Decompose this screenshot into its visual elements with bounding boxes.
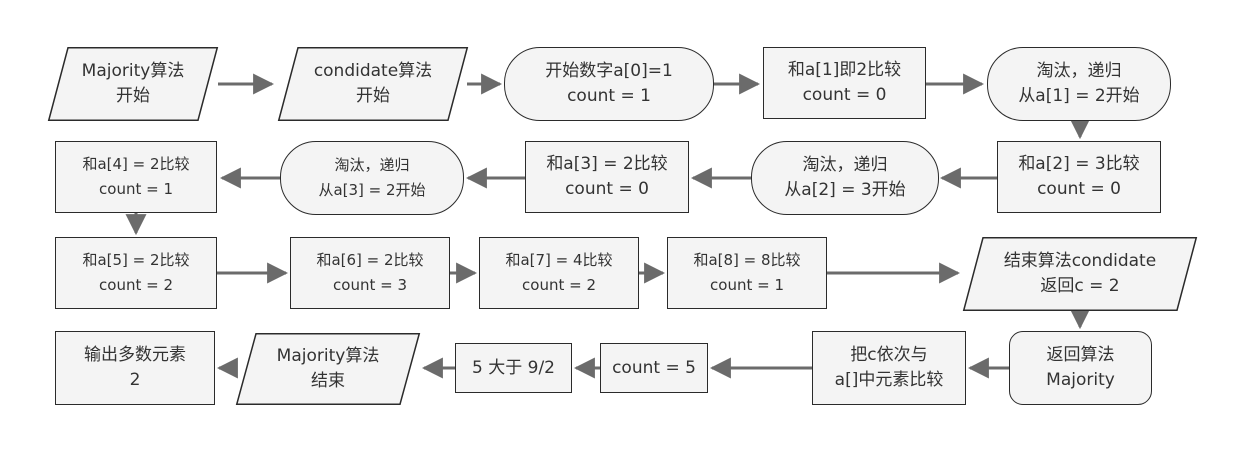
node-text-line: 5 大于 9/2 <box>472 357 555 378</box>
node-text-line: 和a[6] = 2比较 <box>316 251 424 269</box>
node-text-line: condidate算法 <box>313 61 433 81</box>
compare-a2-node: 和a[2] = 3比较 count = 0 <box>997 141 1161 213</box>
node-text-line: count = 1 <box>710 276 784 294</box>
eliminate-recurse-a1-node: 淘汰，递归 从a[1] = 2开始 <box>987 47 1171 121</box>
node-text-line: Majority算法 <box>276 346 380 366</box>
node-text-line: count = 3 <box>333 276 407 294</box>
node-text-line: 输出多数元素 <box>84 345 186 365</box>
node-text-line: 淘汰，递归 <box>802 155 888 175</box>
compare-a3-node: 和a[3] = 2比较 count = 0 <box>525 141 689 213</box>
start-condidate-node: condidate算法 开始 <box>277 47 469 121</box>
parallelogram-shape <box>277 47 469 121</box>
eliminate-recurse-a2-node: 淘汰，递归 从a[2] = 3开始 <box>751 141 939 215</box>
end-majority-node: Majority算法 结束 <box>235 333 421 405</box>
parallelogram-shape <box>47 47 219 121</box>
node-text-line: 和a[4] = 2比较 <box>82 155 190 173</box>
node-text-line: 和a[1]即2比较 <box>787 60 902 80</box>
node-text-line: 2 <box>129 370 141 390</box>
node-text-line: a[]中元素比较 <box>834 370 944 390</box>
node-text-line: 淘汰，递归 <box>334 156 410 174</box>
parallelogram-shape <box>962 237 1198 311</box>
node-text-line: 结束 <box>311 371 345 391</box>
compare-a6-node: 和a[6] = 2比较 count = 3 <box>290 237 450 309</box>
node-text-line: count = 1 <box>567 86 651 106</box>
compare-threshold-node: 5 大于 9/2 <box>455 343 572 393</box>
node-text-line: count = 2 <box>99 276 173 294</box>
start-number-node: 开始数字a[0]=1 count = 1 <box>504 47 714 121</box>
node-text-line: 淘汰，递归 <box>1036 61 1122 81</box>
parallelogram-shape <box>235 333 421 405</box>
node-text-line: count = 1 <box>99 180 173 198</box>
node-text-line: 返回算法 <box>1046 345 1115 365</box>
end-condidate-node: 结束算法condidate 返回c = 2 <box>962 237 1198 311</box>
node-text-line: 和a[2] = 3比较 <box>1018 154 1140 174</box>
count-result-node: count = 5 <box>600 343 708 393</box>
compare-a5-node: 和a[5] = 2比较 count = 2 <box>55 237 217 309</box>
node-text-line: count = 2 <box>522 276 596 294</box>
start-majority-node: Majority算法 开始 <box>47 47 219 121</box>
node-text-line: Majority算法 <box>81 61 185 81</box>
node-text-line: 和a[5] = 2比较 <box>82 251 190 269</box>
node-text-line: 和a[3] = 2比较 <box>546 154 668 174</box>
node-text-line: 和a[7] = 4比较 <box>505 251 613 269</box>
node-text-line: count = 5 <box>612 357 696 378</box>
output-majority-node: 输出多数元素 2 <box>55 331 215 405</box>
compare-a8-node: 和a[8] = 8比较 count = 1 <box>667 237 827 309</box>
node-text-line: 开始 <box>116 86 150 106</box>
node-text-line: 开始数字a[0]=1 <box>545 61 673 81</box>
node-text-line: Majority <box>1046 370 1115 390</box>
compare-a1-node: 和a[1]即2比较 count = 0 <box>763 47 926 119</box>
node-text-line: 和a[8] = 8比较 <box>693 251 801 269</box>
node-text-line: 结束算法condidate <box>1003 251 1157 271</box>
return-majority-node: 返回算法 Majority <box>1009 331 1152 405</box>
node-text-line: count = 0 <box>565 179 649 199</box>
node-text-line: 从a[3] = 2开始 <box>318 181 426 199</box>
eliminate-recurse-a3-node: 淘汰，递归 从a[3] = 2开始 <box>280 141 464 215</box>
node-text-line: count = 0 <box>802 85 887 105</box>
node-text-line: 从a[1] = 2开始 <box>1018 86 1140 106</box>
node-text-line: 返回c = 2 <box>1040 276 1120 296</box>
compare-a7-node: 和a[7] = 4比较 count = 2 <box>479 237 639 309</box>
node-text-line: count = 0 <box>1037 179 1121 199</box>
node-text-line: 从a[2] = 3开始 <box>784 180 906 200</box>
node-text-line: 把c依次与 <box>850 345 928 365</box>
compare-a4-node: 和a[4] = 2比较 count = 1 <box>55 141 217 213</box>
node-text-line: 开始 <box>356 86 390 106</box>
compare-c-node: 把c依次与 a[]中元素比较 <box>812 331 966 405</box>
